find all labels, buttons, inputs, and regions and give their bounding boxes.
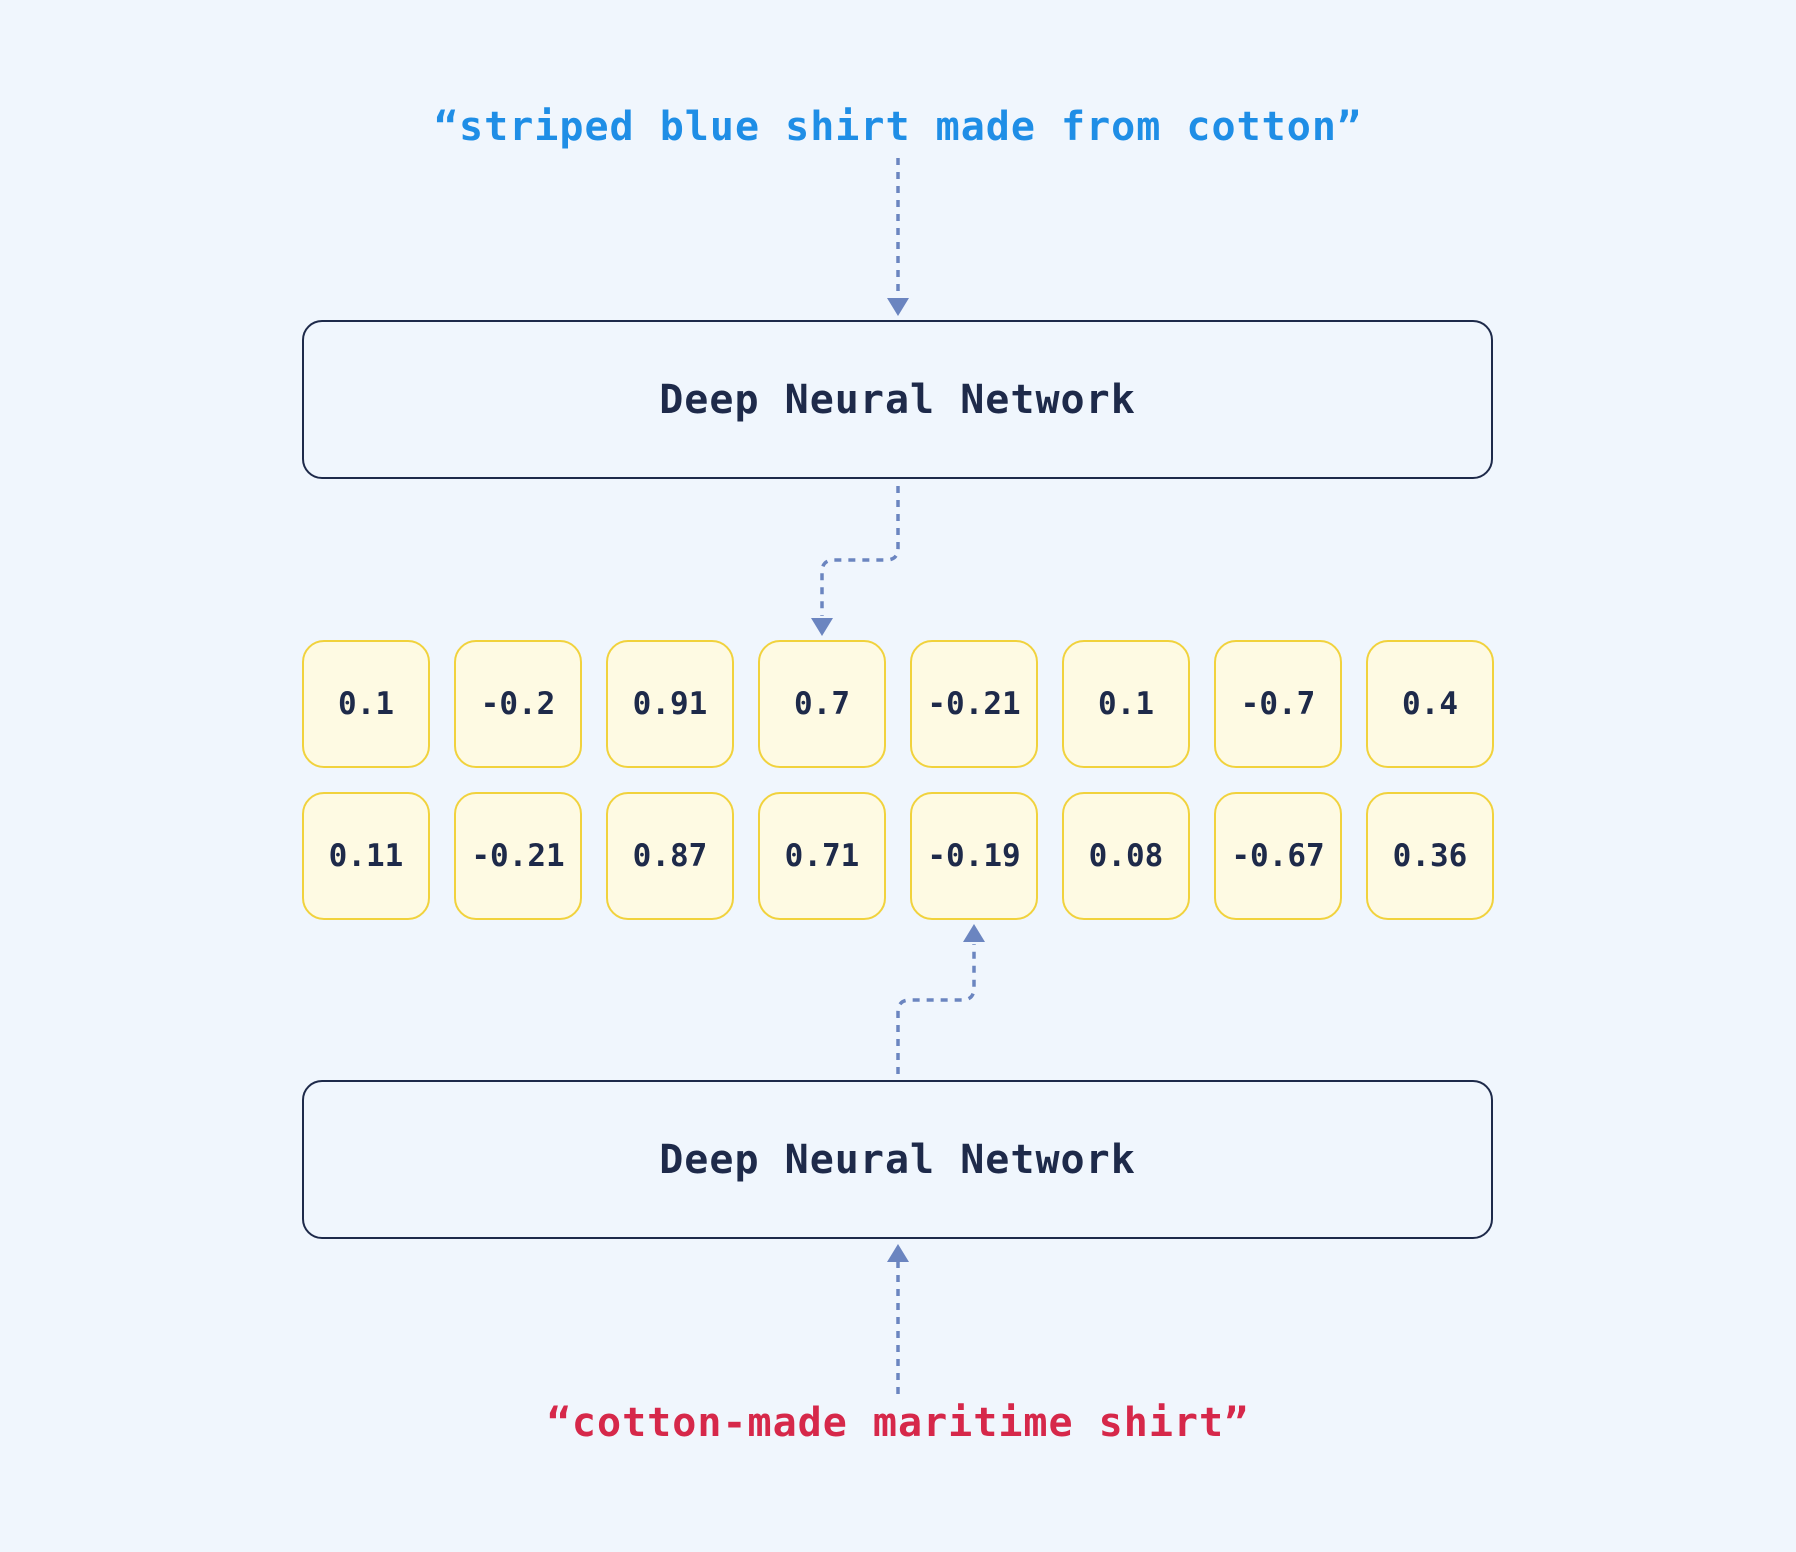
embedding-bottom-cell-4: -0.19 bbox=[910, 792, 1038, 920]
arrow-network-to-embedding-bottom bbox=[896, 944, 976, 1074]
arrowhead-network-to-embedding-top bbox=[811, 618, 833, 636]
query-text-top: “striped blue shirt made from cotton” bbox=[433, 104, 1363, 150]
network-label-bottom: Deep Neural Network bbox=[659, 1136, 1136, 1183]
embedding-bottom-cell-7: 0.36 bbox=[1366, 792, 1494, 920]
network-label-top: Deep Neural Network bbox=[659, 376, 1136, 423]
embedding-bottom-cell-6: -0.67 bbox=[1214, 792, 1342, 920]
embedding-top-cell-3: 0.7 bbox=[758, 640, 886, 768]
embedding-top-cell-7: 0.4 bbox=[1366, 640, 1494, 768]
embedding-top-cell-1: -0.2 bbox=[454, 640, 582, 768]
network-box-bottom: Deep Neural Network bbox=[302, 1080, 1493, 1239]
network-box-top: Deep Neural Network bbox=[302, 320, 1493, 479]
embedding-top-cell-5: 0.1 bbox=[1062, 640, 1190, 768]
embedding-bottom-cell-5: 0.08 bbox=[1062, 792, 1190, 920]
embedding-top-cell-2: 0.91 bbox=[606, 640, 734, 768]
embedding-bottom-cell-3: 0.71 bbox=[758, 792, 886, 920]
embedding-top-cell-0: 0.1 bbox=[302, 640, 430, 768]
embedding-bottom-cell-1: -0.21 bbox=[454, 792, 582, 920]
query-text-bottom: “cotton-made maritime shirt” bbox=[546, 1400, 1250, 1446]
embedding-top-cell-4: -0.21 bbox=[910, 640, 1038, 768]
embedding-bottom-cell-2: 0.87 bbox=[606, 792, 734, 920]
arrowhead-query-to-network-top bbox=[887, 298, 909, 316]
arrowhead-network-to-embedding-bottom bbox=[963, 924, 985, 942]
arrowhead-query-to-network-bottom bbox=[887, 1244, 909, 1262]
embedding-bottom-cell-0: 0.11 bbox=[302, 792, 430, 920]
arrow-network-to-embedding-top bbox=[820, 486, 900, 616]
embedding-top-cell-6: -0.7 bbox=[1214, 640, 1342, 768]
